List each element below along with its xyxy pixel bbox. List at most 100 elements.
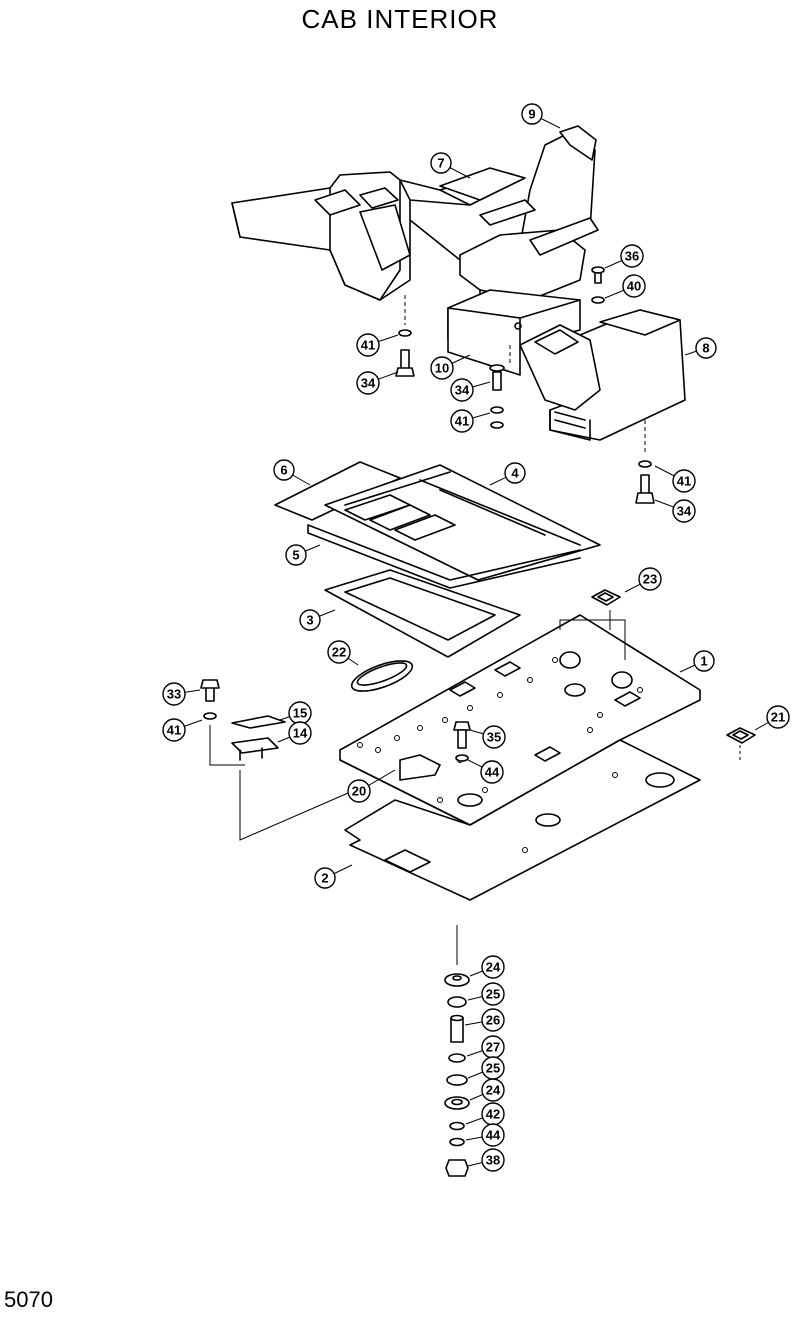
- callout-label: 44: [485, 765, 500, 780]
- callout-26: 26: [464, 1008, 505, 1032]
- callout-label: 5: [292, 548, 299, 563]
- callout-label: 38: [486, 1153, 500, 1168]
- callout-label: 33: [167, 687, 181, 702]
- callout-circle: [481, 982, 505, 1006]
- callout-label: 34: [455, 383, 470, 398]
- callout-label: 42: [486, 1107, 500, 1122]
- callout-circle: [672, 469, 696, 493]
- callout-label: 41: [455, 414, 469, 429]
- callout-35: 35: [469, 725, 506, 749]
- callout-label: 24: [486, 1083, 501, 1098]
- callout-circle: [766, 705, 790, 729]
- callout-label: 6: [280, 463, 287, 478]
- callout-circle: [314, 867, 336, 889]
- callout-label: 41: [167, 723, 181, 738]
- mat-part-6-drawing: [274, 461, 401, 521]
- callout-label: 34: [361, 376, 376, 391]
- callout-label: 34: [677, 504, 692, 519]
- floor-plate-2-drawing: [344, 739, 701, 901]
- callout-14: 14: [277, 721, 312, 745]
- callout-10: 10: [430, 354, 471, 380]
- left-console-drawing: [231, 167, 526, 301]
- callout-circle: [347, 779, 371, 803]
- callout-circle: [162, 718, 186, 742]
- callout-label: 24: [486, 960, 501, 975]
- callout-label: 15: [293, 706, 307, 721]
- callout-circle: [450, 409, 474, 433]
- callout-15: 15: [279, 701, 312, 725]
- callout-circle: [430, 356, 454, 380]
- callout-label: 4: [511, 466, 519, 481]
- right-console-drawing: [519, 309, 686, 441]
- callout-label: 41: [677, 474, 691, 489]
- mat-part-4-drawing: [324, 464, 601, 581]
- callout-circle: [481, 1148, 505, 1172]
- callout-34: 34: [450, 378, 491, 402]
- callout-circle: [622, 274, 646, 298]
- callout-circle: [672, 499, 696, 523]
- callout-label: 27: [486, 1040, 500, 1055]
- callout-22: 22: [327, 640, 359, 666]
- callout-6: 6: [273, 459, 311, 486]
- callout-circle: [356, 371, 380, 395]
- callout-21: 21: [754, 705, 790, 731]
- callout-circle: [481, 1008, 505, 1032]
- callout-25: 25: [467, 1056, 505, 1080]
- callout-34: 34: [356, 371, 399, 395]
- callout-27: 27: [466, 1035, 505, 1059]
- callout-20: 20: [347, 769, 396, 803]
- callout-circle: [504, 462, 526, 484]
- callout-label: 41: [361, 338, 375, 353]
- callout-41: 41: [162, 718, 203, 742]
- callout-circle: [299, 609, 321, 631]
- callout-label: 35: [487, 730, 501, 745]
- callout-41: 41: [654, 465, 696, 493]
- callout-5: 5: [285, 544, 321, 566]
- callout-1: 1: [679, 650, 715, 673]
- floor-plate-1-drawing: [339, 614, 701, 826]
- callout-label: 3: [306, 613, 313, 628]
- callout-circle: [481, 1078, 505, 1102]
- callout-label: 23: [643, 572, 657, 587]
- callout-label: 36: [625, 249, 639, 264]
- callout-label: 40: [627, 279, 641, 294]
- callout-circle: [482, 725, 506, 749]
- callout-7: 7: [430, 152, 471, 179]
- callout-circle: [481, 955, 505, 979]
- callout-24: 24: [469, 1078, 505, 1102]
- callout-circle: [285, 544, 307, 566]
- grommet-21-drawing: [726, 727, 756, 744]
- callout-34: 34: [654, 499, 696, 523]
- top-fasteners-drawing: [395, 266, 655, 504]
- callout-23: 23: [624, 567, 662, 593]
- callout-circle: [521, 103, 543, 125]
- callout-41: 41: [450, 409, 491, 433]
- left-small-parts-drawing: [200, 679, 356, 841]
- callout-label: 10: [435, 361, 449, 376]
- page-title: CAB INTERIOR: [301, 4, 499, 34]
- callout-label: 9: [528, 107, 535, 122]
- callout-circle: [327, 640, 351, 664]
- callout-label: 21: [771, 710, 785, 725]
- grommet-22-drawing: [350, 660, 414, 692]
- callout-label: 20: [352, 784, 366, 799]
- callout-circle: [288, 721, 312, 745]
- callout-44: 44: [467, 759, 504, 784]
- callout-circle: [693, 650, 715, 672]
- callout-42: 42: [465, 1102, 505, 1126]
- callout-label: 26: [486, 1013, 500, 1028]
- callout-circle: [638, 567, 662, 591]
- callout-25: 25: [467, 982, 505, 1006]
- callout-36: 36: [604, 244, 644, 269]
- callout-label: 44: [486, 1128, 501, 1143]
- callout-label: 25: [486, 987, 500, 1002]
- callout-label: 25: [486, 1061, 500, 1076]
- callout-41: 41: [356, 333, 399, 357]
- page-code: 5070: [4, 1287, 53, 1312]
- callout-3: 3: [299, 609, 336, 631]
- callout-circle: [480, 760, 504, 784]
- callout-40: 40: [604, 274, 646, 299]
- callout-label: 7: [437, 156, 444, 171]
- callout-label: 8: [702, 341, 709, 356]
